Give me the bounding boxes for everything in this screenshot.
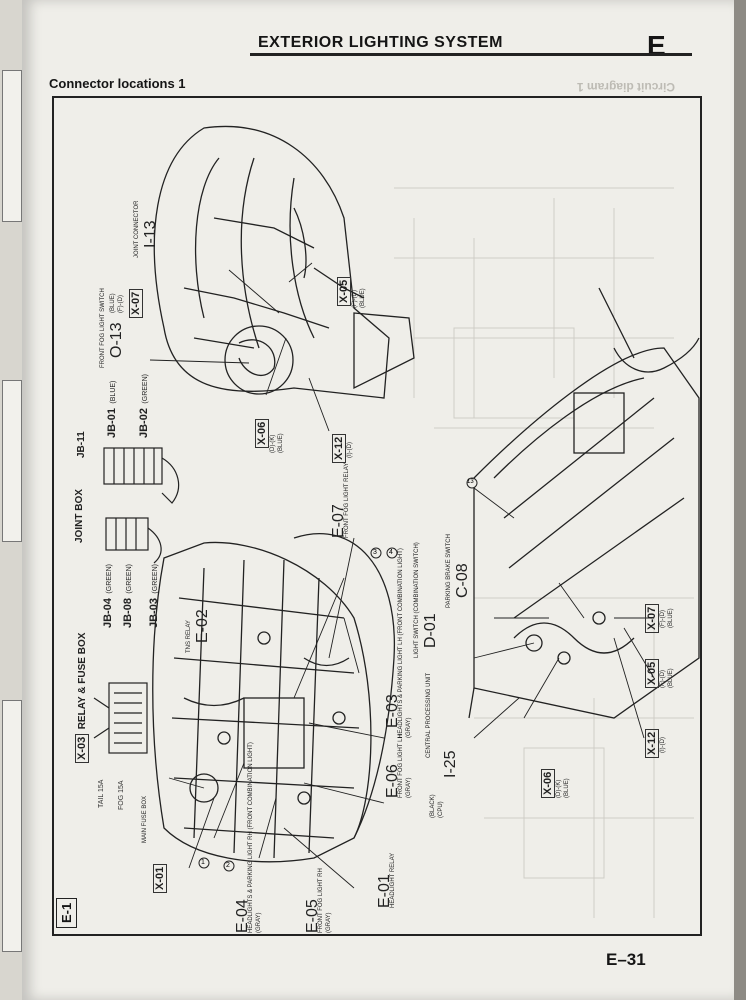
fog-switch-pins: (F)-(D) [118, 295, 124, 313]
subtitle: Connector locations 1 [49, 76, 186, 91]
diagram-frame: E-1 X-03 RELAY & FUSE BOX TAIL 15A FOG 1… [52, 96, 702, 936]
relay-fuse-box [93, 682, 148, 754]
callout-2: 2 [226, 862, 230, 869]
callout-13: 13 [467, 479, 474, 485]
x06-upper-pins: (D)-(K) [270, 434, 276, 453]
manual-page: EXTERIOR LIGHTING SYSTEM E Connector loc… [22, 0, 734, 1000]
d01-code: D-01 [422, 613, 439, 648]
fuse-fog-label: FOG 15A [118, 780, 125, 810]
relay-box-name: RELAY & FUSE BOX [77, 632, 88, 730]
joint-box-drawing [103, 447, 180, 564]
fog-switch-color: (BLUE) [110, 293, 116, 313]
joint-box-label: JOINT BOX [74, 489, 85, 543]
jb02-label: JB-02 (GREEN) [138, 374, 150, 438]
joint-connector-code: I-13 [142, 220, 159, 248]
e05-color: (GRAY) [326, 912, 332, 933]
fog-switch-name: FRONT FOG LIGHT SWITCH [100, 288, 106, 368]
bleed-through-lines [394, 187, 694, 918]
e02-name: TNS RELAY [186, 620, 192, 653]
x07-dash-pins: (F)-(D) [660, 610, 666, 628]
x01-name: MAIN FUSE BOX [142, 795, 148, 843]
jb04-label: JB-04 (GREEN) [102, 564, 114, 628]
i25-code: I-25 [442, 750, 459, 778]
x05-dash-color: (BLUE) [668, 668, 674, 688]
callout-3: 3 [373, 549, 377, 556]
e06-color: (GRAY) [406, 777, 412, 798]
leader-lines [149, 262, 655, 889]
callout-circles [198, 477, 478, 872]
header-rule [250, 53, 692, 56]
x06-upper-label: X-06 [252, 418, 270, 448]
e03-color: (GRAY) [406, 717, 412, 738]
x12-upper-label: X-12 [329, 433, 347, 463]
x05-upper-color: (BLUE) [360, 288, 366, 308]
upper-car-front-view [153, 125, 415, 399]
x06-dash-label: X-06 [538, 768, 556, 798]
x01-label: X-01 [150, 863, 168, 893]
x06-dash-pins: (D)-(K) [556, 779, 562, 798]
e01-name: HEADLIGHT RELAY [390, 852, 396, 908]
relay-box-label: X-03 RELAY & FUSE BOX [72, 633, 90, 763]
engine-bay-drawing [152, 533, 395, 863]
c08-name: PARKING BRAKE SWITCH [446, 534, 452, 608]
fog-switch-x07: X-07 [126, 288, 144, 318]
relay-box-code: X-03 [75, 733, 89, 763]
x07-dash-label: X-07 [642, 603, 660, 633]
e05-name: FRONT FOG LIGHT RH [318, 868, 324, 933]
x05-dash-pins: (F)-(D) [660, 670, 666, 688]
x12-dash-label: X-12 [642, 728, 660, 758]
callout-4: 4 [389, 549, 393, 556]
x07-dash-color: (BLUE) [668, 608, 674, 628]
figure-label: E-1 [56, 897, 77, 928]
x12-upper-pins: (I)-(D) [347, 442, 353, 458]
dashboard-drawing [468, 287, 700, 719]
e07-name: FRONT FOG LIGHT RELAY [344, 462, 350, 538]
x05-upper-pins: (F)-(D) [352, 290, 358, 308]
i25-color: (BLACK) [430, 794, 436, 818]
i25-name: CENTRAL PROCESSING UNIT [426, 672, 432, 758]
d01-name: LIGHT SWITCH (COMBINATION SWITCH) [414, 542, 420, 658]
binding-tab [2, 70, 22, 222]
e03-name: HEADLIGHTS & PARKING LIGHT LH (FRONT COM… [398, 548, 404, 738]
x05-upper-label: X-05 [334, 276, 352, 306]
jb11-label: JB-11 [76, 431, 87, 458]
connector-location-drawing [93, 125, 700, 918]
e04-name: HEADLIGHTS & PARKING LIGHT RH (FRONT COM… [248, 742, 254, 933]
fog-switch-o13: O-13 [108, 322, 125, 358]
fuse-tail-label: TAIL 15A [98, 779, 105, 808]
section-title: EXTERIOR LIGHTING SYSTEM [258, 34, 503, 51]
i25-sub: (CPU) [438, 801, 444, 818]
joint-connector-name: JOINT CONNECTOR [134, 200, 140, 258]
x12-dash-pins: (I)-(D) [660, 737, 666, 753]
e02-code: E-02 [194, 609, 211, 643]
x05-dash-label: X-05 [642, 658, 660, 688]
x06-upper-color: (BLUE) [278, 433, 284, 453]
page-number: E–31 [606, 950, 646, 969]
binding-tab [2, 700, 22, 952]
section-letter: E [647, 30, 666, 61]
jb01-label: JB-01 (BLUE) [106, 380, 118, 438]
jb08-label: JB-08 (GREEN) [122, 564, 134, 628]
c08-code: C-08 [454, 563, 471, 598]
e04-color: (GRAY) [256, 912, 262, 933]
e06-name: FRONT FOG LIGHT LH [398, 734, 404, 798]
jb03-label: JB-03 (GREEN) [148, 564, 160, 628]
callout-1: 1 [201, 859, 205, 866]
binding-tab [2, 380, 22, 542]
x06-dash-color: (BLUE) [564, 778, 570, 798]
bleed-through-title: Circuit diagram 1 [577, 80, 676, 94]
